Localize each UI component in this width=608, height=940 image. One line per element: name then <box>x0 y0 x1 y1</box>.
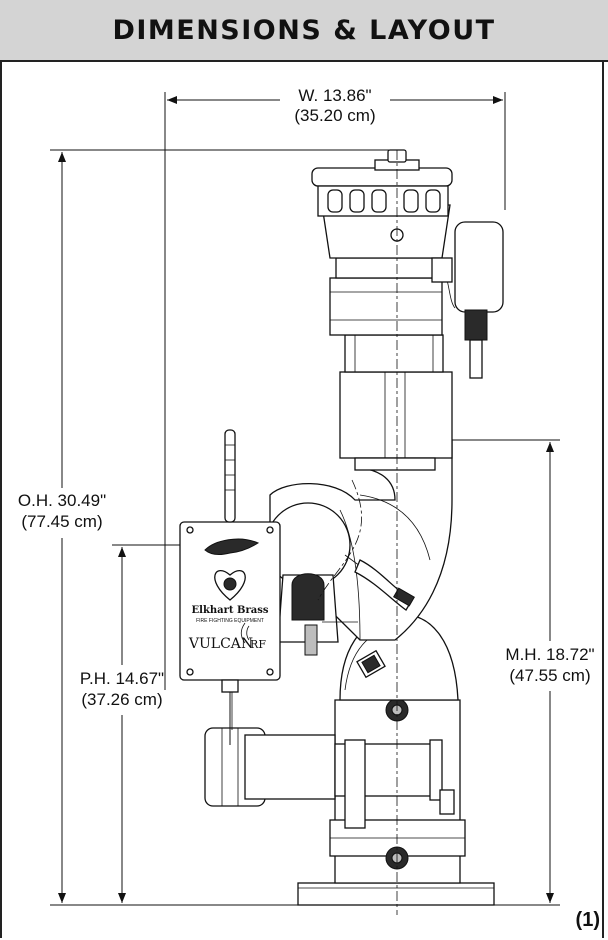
section-header: DIMENSIONS & LAYOUT <box>0 0 608 62</box>
width-dimension: W. 13.86" (35.20 cm) <box>164 86 506 690</box>
width-label-metric: (35.20 cm) <box>294 106 375 125</box>
elkhart-logo-icon <box>204 538 260 556</box>
overall-height-label: O.H. 30.49" <box>18 491 106 510</box>
product-name: VULCAN <box>188 636 253 652</box>
monitor-illustration: Elkhart Brass FIRE FIGHTING EQUIPMENT VU… <box>179 149 504 915</box>
overall-height-label-metric: (77.45 cm) <box>21 512 102 531</box>
overall-height-dimension: O.H. 30.49" (77.45 cm) <box>18 149 395 903</box>
brand-subtitle: FIRE FIGHTING EQUIPMENT <box>196 618 264 624</box>
figure-number: (1) <box>576 909 600 931</box>
mount-height-label: M.H. 18.72" <box>505 645 594 664</box>
dimension-drawing: W. 13.86" (35.20 cm) O.H. 30.49" (77.45 … <box>18 86 600 931</box>
pivot-height-label: P.H. 14.67" <box>80 669 164 688</box>
mount-height-label-metric: (47.55 cm) <box>509 666 590 685</box>
pivot-height-label-metric: (37.26 cm) <box>81 690 162 709</box>
product-suffix: RF <box>250 638 266 651</box>
section-title: DIMENSIONS & LAYOUT <box>112 14 496 46</box>
rf-signal-icon <box>240 622 250 644</box>
width-label: W. 13.86" <box>298 86 371 105</box>
mount-height-dimension: M.H. 18.72" (47.55 cm) <box>450 439 595 903</box>
brand-name: Elkhart Brass <box>192 605 269 616</box>
pivot-height-dimension: P.H. 14.67" (37.26 cm) <box>80 544 278 903</box>
controller-box: Elkhart Brass FIRE FIGHTING EQUIPMENT VU… <box>179 521 281 745</box>
